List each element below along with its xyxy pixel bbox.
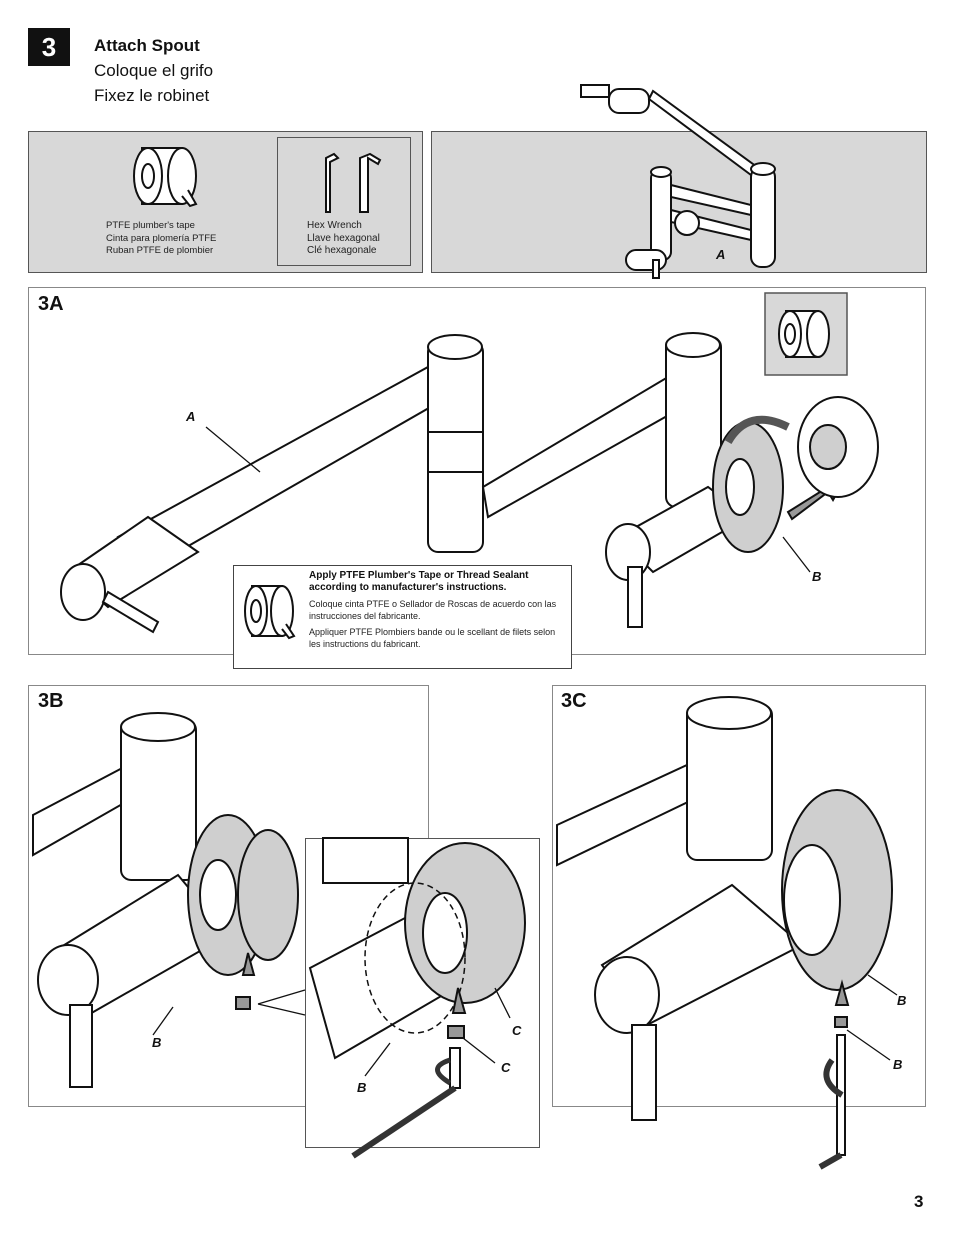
page-number: 3 — [914, 1192, 924, 1211]
panel-3a-label-a: A — [186, 409, 196, 424]
panel-3b-label-b: B — [152, 1035, 162, 1050]
tape-caption: PTFE plumber's tape Cinta para plomería … — [106, 220, 217, 256]
zoom-label-b: B — [357, 1080, 367, 1095]
note-en: Apply PTFE Plumber's Tape or Thread Seal… — [309, 570, 529, 593]
panel-3a-label: 3A — [38, 293, 64, 315]
panel-3c-label-b1: B — [897, 993, 907, 1008]
step-number-badge: 3 — [28, 28, 70, 66]
hex-wrench-icon — [325, 152, 382, 213]
panel-3b-label: 3B — [38, 690, 64, 712]
zoom-label-c2: C — [501, 1060, 511, 1075]
overview-label-a: A — [716, 247, 726, 262]
spout-3b-illustration — [32, 712, 299, 1088]
note-es: Coloque cinta PTFE o Sellador de Roscas … — [309, 599, 557, 621]
overview-box — [431, 131, 927, 273]
panel-3c-label: 3C — [561, 690, 587, 712]
sealant-note-text: Apply PTFE Plumber's Tape or Thread Seal… — [309, 570, 564, 650]
note-fr: Appliquer PTFE Plombiers bande ou le sce… — [309, 627, 556, 649]
spout-3a-illustration — [60, 292, 879, 634]
step-title-es: Coloque el grifo — [94, 61, 214, 80]
zoom-inset-illustration — [308, 837, 526, 1159]
wrench-caption: Hex Wrench Llave hexagonal Clé hexagonal… — [307, 220, 380, 256]
zoom-label-c1: C — [512, 1023, 522, 1038]
step-title-fr: Fixez le robinet — [94, 86, 210, 105]
step-title-en: Attach Spout — [94, 36, 200, 55]
spout-3c-illustration — [556, 696, 898, 1170]
note-tape-icon — [244, 585, 296, 640]
ptfe-tape-icon — [133, 147, 198, 208]
panel-3a-label-b: B — [812, 569, 822, 584]
pot-filler-overview-illustration — [580, 84, 776, 279]
panel-3c-label-b2: B — [893, 1057, 903, 1072]
hex-wrench-box — [277, 137, 411, 266]
